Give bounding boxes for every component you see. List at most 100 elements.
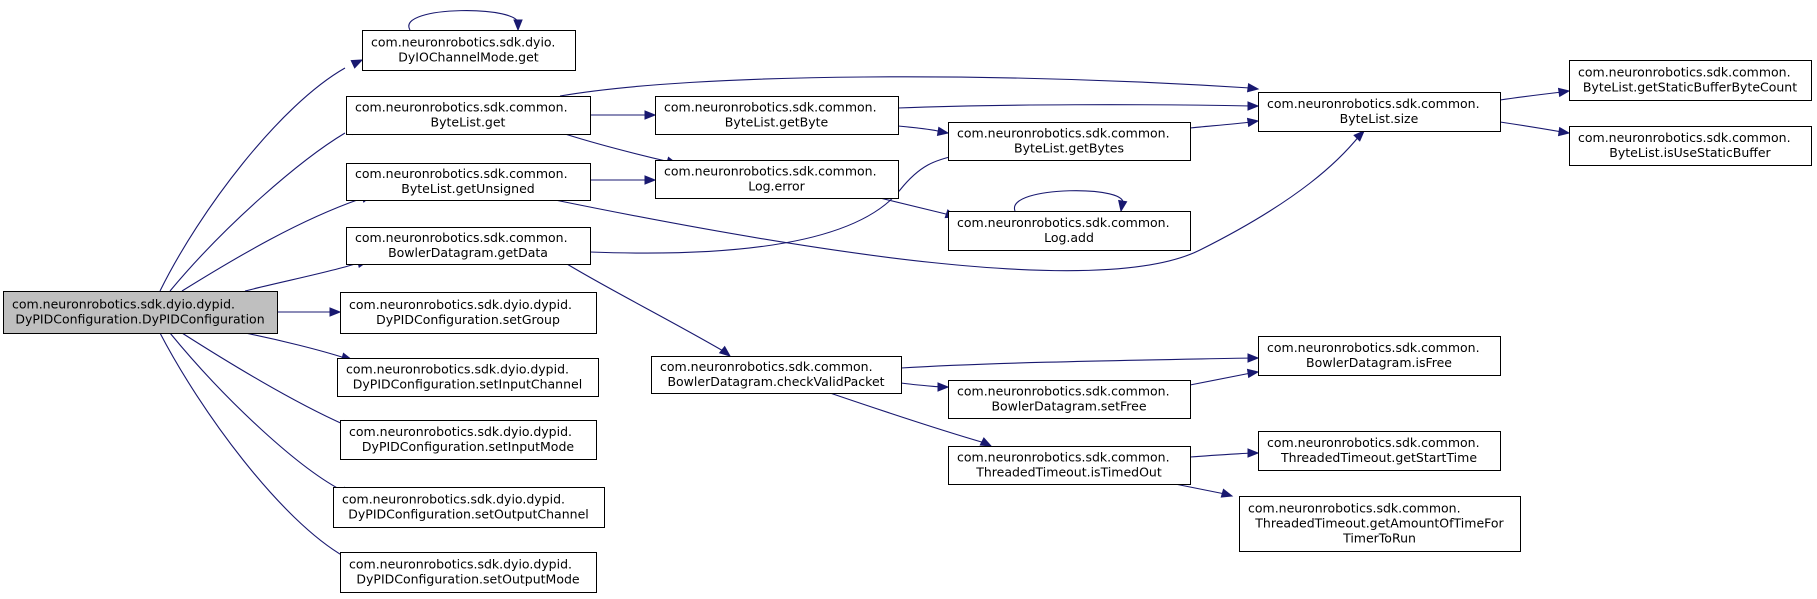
- edge-line: [897, 125, 943, 133]
- edge-line: [566, 263, 726, 353]
- node-label-line: com.neuronrobotics.sdk.common.: [660, 359, 873, 374]
- node-label-line: ByteList.isUseStaticBuffer: [1609, 145, 1771, 160]
- node-box: [333, 487, 605, 528]
- edge-bytelist_getbyte-to-bytelist_getbytes: [897, 125, 950, 136]
- node-threaded-getamount[interactable]: com.neuronrobotics.sdk.common.ThreadedTi…: [1239, 496, 1521, 552]
- edge-bowler_checkvalid-to-bowler_setfree: [900, 382, 950, 392]
- node-label-line: ByteList.getStaticBufferByteCount: [1583, 80, 1797, 95]
- edge-bytelist_getbyte-to-bytelist_size: [897, 101, 1260, 111]
- node-bytelist-getbyte[interactable]: com.neuronrobotics.sdk.common.ByteList.g…: [655, 96, 899, 135]
- edge-line: [159, 332, 346, 558]
- node-bowler-isfree[interactable]: com.neuronrobotics.sdk.common.BowlerData…: [1258, 336, 1501, 376]
- edge-line: [879, 197, 951, 216]
- node-bytelist-getstaticbuffer[interactable]: com.neuronrobotics.sdk.common.ByteList.g…: [1569, 60, 1812, 101]
- node-label-line: DyPIDConfiguration.setOutputMode: [356, 572, 580, 587]
- node-box: [362, 30, 576, 71]
- node-bowler-setfree[interactable]: com.neuronrobotics.sdk.common.BowlerData…: [948, 380, 1191, 419]
- node-label-line: ThreadedTimeout.isTimedOut: [975, 465, 1162, 480]
- node-box: [1239, 496, 1521, 552]
- node-box: [340, 292, 597, 334]
- edge-arrowhead: [329, 307, 342, 317]
- edge-threaded_istimedout-to-threaded_getstarttime: [1189, 448, 1260, 458]
- edge-root-to-setinputchannel: [244, 332, 354, 362]
- node-box: [655, 96, 899, 135]
- edge-arrowhead: [644, 110, 657, 120]
- node-bytelist-size[interactable]: com.neuronrobotics.sdk.common.ByteList.s…: [1258, 92, 1501, 132]
- node-label-line: Log.add: [1044, 230, 1094, 245]
- node-setinputchannel[interactable]: com.neuronrobotics.sdk.dyio.dypid.DyPIDC…: [337, 358, 599, 397]
- node-label-line: BowlerDatagram.getData: [388, 245, 548, 260]
- node-box: [1258, 92, 1501, 132]
- edge-root-to-dyio_mode_get: [159, 59, 364, 292]
- node-label-line: com.neuronrobotics.sdk.common.: [957, 450, 1170, 465]
- node-box: [651, 356, 902, 394]
- edge-arrowhead: [1246, 117, 1260, 128]
- edge-line: [181, 198, 361, 292]
- node-label-line: com.neuronrobotics.sdk.common.: [1248, 501, 1461, 516]
- node-root[interactable]: com.neuronrobotics.sdk.dyio.dypid.DyPIDC…: [3, 291, 278, 334]
- edge-arrowhead: [979, 437, 993, 447]
- node-label-line: com.neuronrobotics.sdk.dyio.dypid.: [349, 557, 572, 572]
- call-graph-nodes: com.neuronrobotics.sdk.dyio.dypid.DyPIDC…: [3, 30, 1812, 593]
- node-label-line: com.neuronrobotics.sdk.dyio.dypid.: [346, 362, 569, 377]
- edge-line: [1189, 121, 1252, 129]
- node-label-line: DyPIDConfiguration.setGroup: [376, 312, 560, 327]
- edge-arrowhead: [1118, 199, 1128, 213]
- node-log-error[interactable]: com.neuronrobotics.sdk.common.Log.error: [655, 160, 899, 199]
- edge-threaded_istimedout-to-threaded_getamount: [1174, 483, 1234, 498]
- node-label-line: com.neuronrobotics.sdk.common.: [664, 164, 877, 179]
- node-label-line: DyPIDConfiguration.DyPIDConfiguration: [15, 312, 264, 327]
- node-label-line: Log.error: [748, 179, 805, 194]
- edge-bowler_checkvalid-to-bowler_isfree: [900, 353, 1260, 369]
- edge-line: [589, 154, 959, 254]
- edge-root-to-setoutputchannel: [169, 332, 354, 496]
- edge-arrowhead: [1247, 448, 1260, 458]
- edge-line: [159, 67, 346, 292]
- node-log-add[interactable]: com.neuronrobotics.sdk.common.Log.add: [948, 211, 1191, 251]
- node-box: [948, 122, 1191, 161]
- edge-bytelist_size-to-bytelist_getstaticbuffer: [1499, 87, 1571, 101]
- node-box: [1569, 60, 1812, 101]
- node-label-line: com.neuronrobotics.sdk.common.: [355, 100, 568, 115]
- node-setgroup[interactable]: com.neuronrobotics.sdk.dyio.dypid.DyPIDC…: [340, 292, 597, 334]
- node-bytelist-isusestatic[interactable]: com.neuronrobotics.sdk.common.ByteList.i…: [1569, 126, 1812, 166]
- edge-arrowhead: [1353, 130, 1365, 142]
- node-dyio-mode-get[interactable]: com.neuronrobotics.sdk.dyio.DyIOChannelM…: [362, 30, 576, 71]
- node-label-line: DyPIDConfiguration.setInputMode: [362, 439, 574, 454]
- edge-arrowhead: [513, 19, 523, 32]
- node-bowler-checkvalid[interactable]: com.neuronrobotics.sdk.common.BowlerData…: [651, 356, 902, 394]
- edge-line: [1499, 121, 1563, 133]
- edge-arrowhead: [718, 345, 732, 357]
- node-label-line: com.neuronrobotics.sdk.common.: [355, 230, 568, 245]
- edge-root-to-bytelist_getunsigned: [181, 193, 374, 292]
- edge-root-to-setgroup: [277, 307, 342, 317]
- node-bytelist-getbytes[interactable]: com.neuronrobotics.sdk.common.ByteList.g…: [948, 122, 1191, 161]
- edge-bowler_setfree-to-bowler_isfree: [1189, 368, 1260, 386]
- node-label-line: com.neuronrobotics.sdk.common.: [957, 215, 1170, 230]
- edge-line: [900, 382, 942, 388]
- node-label-line: com.neuronrobotics.sdk.common.: [1267, 340, 1480, 355]
- node-bytelist-get[interactable]: com.neuronrobotics.sdk.common.ByteList.g…: [346, 96, 591, 135]
- node-label-line: com.neuronrobotics.sdk.common.: [1578, 130, 1791, 145]
- node-label-line: BowlerDatagram.setFree: [991, 399, 1146, 414]
- node-box: [346, 96, 591, 135]
- node-setoutputchannel[interactable]: com.neuronrobotics.sdk.dyio.dypid.DyPIDC…: [333, 487, 605, 528]
- node-threaded-getstarttime[interactable]: com.neuronrobotics.sdk.common.ThreadedTi…: [1258, 431, 1501, 471]
- node-bowler-getdata[interactable]: com.neuronrobotics.sdk.common.BowlerData…: [346, 227, 591, 265]
- node-box: [340, 420, 597, 460]
- node-threaded-istimedout[interactable]: com.neuronrobotics.sdk.common.ThreadedTi…: [948, 446, 1191, 485]
- node-setinputmode[interactable]: com.neuronrobotics.sdk.dyio.dypid.DyPIDC…: [340, 420, 597, 460]
- edge-arrowhead: [644, 175, 657, 185]
- edge-arrowhead: [350, 59, 364, 69]
- edge-bowler_getdata-to-bowler_checkvalid: [566, 263, 732, 357]
- node-bytelist-getunsigned[interactable]: com.neuronrobotics.sdk.common.ByteList.g…: [346, 163, 591, 201]
- edge-bytelist_size-to-bytelist_isusestatic: [1499, 121, 1571, 137]
- edge-line: [554, 134, 1361, 272]
- node-setoutputmode[interactable]: com.neuronrobotics.sdk.dyio.dypid.DyPIDC…: [340, 552, 597, 593]
- node-box: [340, 552, 597, 593]
- node-label-line: DyPIDConfiguration.setInputChannel: [353, 377, 582, 392]
- node-label-line: com.neuronrobotics.sdk.common.: [664, 100, 877, 115]
- node-label-line: com.neuronrobotics.sdk.dyio.dypid.: [12, 297, 235, 312]
- edge-line: [1014, 190, 1124, 212]
- edge-line: [408, 10, 519, 31]
